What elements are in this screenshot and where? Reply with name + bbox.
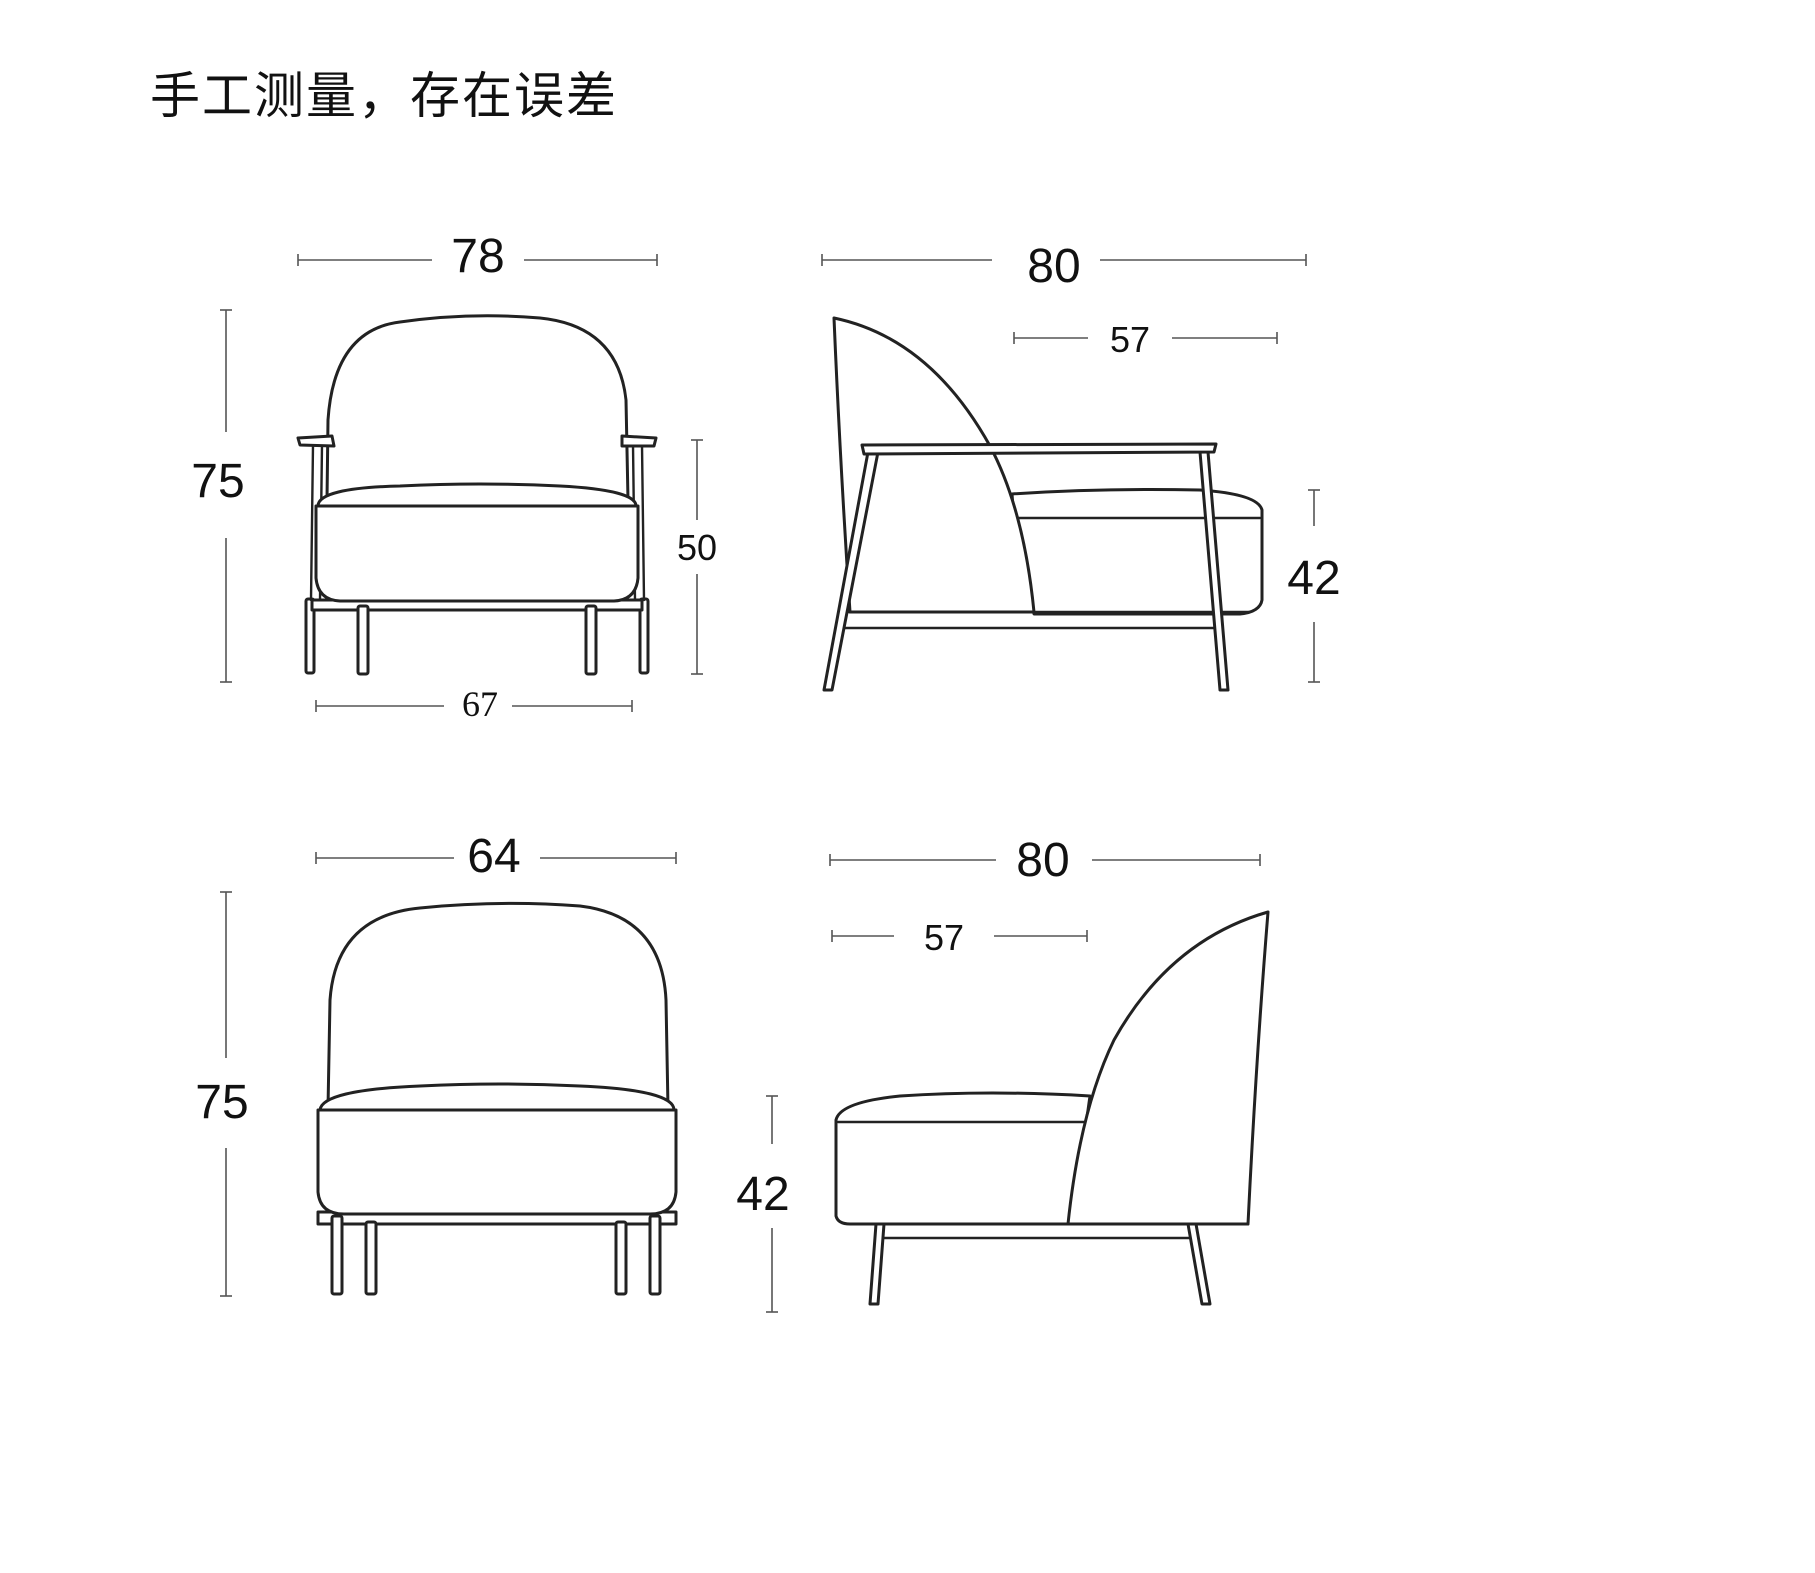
dim-line-depth-80	[821, 254, 1307, 266]
dim-line-seat-depth-57	[831, 930, 1088, 942]
dim-label-arm-height: 50	[677, 527, 717, 568]
dim-line-depth-80	[829, 854, 1261, 866]
dim-line-arm-height-50	[691, 439, 703, 675]
dim-line-seat-depth-57	[1013, 332, 1278, 344]
dim-line-height-75	[220, 309, 232, 683]
dim-line-seat-height-42	[1308, 489, 1320, 683]
dim-label-width: 78	[451, 230, 504, 283]
dim-label-base-width: 67	[462, 684, 498, 724]
dim-label-seat-height: 42	[1287, 552, 1340, 605]
dim-label-height: 75	[195, 1076, 248, 1129]
dim-label-seat-height: 42	[736, 1168, 789, 1221]
dim-line-height-75	[220, 891, 232, 1297]
page-title: 手工测量，存在误差	[150, 67, 618, 125]
dim-line-width-64	[315, 852, 677, 864]
dim-label-depth: 80	[1027, 240, 1080, 293]
slipper-front-view: 64 75	[195, 830, 678, 1297]
dim-line-base-width-67	[315, 700, 633, 712]
dimension-drawing: 78 75 63 50 67	[191, 230, 1341, 1313]
dim-label-seat-depth: 57	[924, 917, 964, 958]
dim-label-width: 64	[467, 830, 520, 883]
armchair-side-view: 80 57 42	[821, 240, 1341, 692]
armchair-front-view: 78 75 63 50 67	[191, 230, 717, 724]
dim-line-seat-height-42	[766, 1095, 778, 1313]
dim-label-height: 75	[191, 455, 244, 508]
dim-line-width-78	[297, 254, 658, 266]
dim-label-seat-depth: 57	[1110, 319, 1150, 360]
dim-label-depth: 80	[1016, 834, 1069, 887]
slipper-side-view: 80 57 42	[736, 834, 1270, 1313]
